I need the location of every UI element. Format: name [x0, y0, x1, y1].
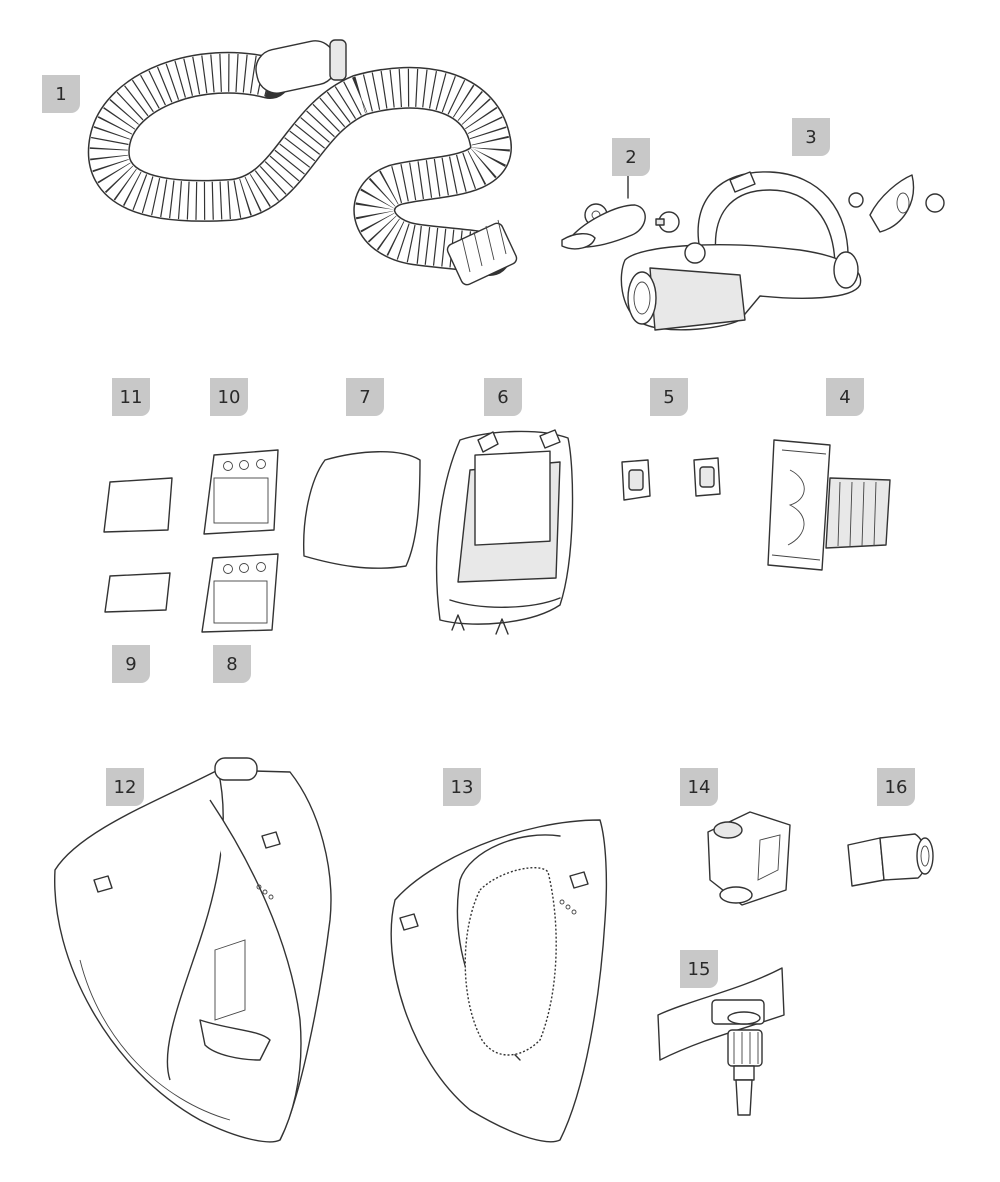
- part-label: 14: [680, 768, 718, 806]
- part-label: 1: [42, 75, 80, 113]
- part-label: 9: [112, 645, 150, 683]
- outer-cover-lens-icon: [303, 451, 421, 569]
- part-label: 4: [826, 378, 864, 416]
- part-label: 8: [213, 645, 251, 683]
- part-label: 10: [210, 378, 248, 416]
- headgear-icon: [620, 171, 945, 331]
- welding-shell-icon: [54, 757, 332, 1143]
- part-label: 3: [792, 118, 830, 156]
- part-label: 12: [106, 768, 144, 806]
- belt-valve-icon: [657, 967, 785, 1116]
- hose-clip-icon: [561, 172, 680, 250]
- corrugated-hose-icon: [87, 39, 518, 286]
- sweatband-icon: [767, 439, 891, 571]
- filter-frame-icon: [435, 429, 574, 635]
- part-label: 6: [484, 378, 522, 416]
- small-cover-lens-icon: [104, 572, 171, 613]
- part-label: 13: [443, 768, 481, 806]
- clip-icon: [621, 457, 721, 501]
- inner-cover-lens-icon: [103, 477, 173, 533]
- part-label: 15: [680, 950, 718, 988]
- air-inlet-connector-icon: [707, 811, 791, 906]
- part-label: 5: [650, 378, 688, 416]
- welding-filter-icon: [201, 553, 279, 633]
- part-label: 7: [346, 378, 384, 416]
- part-label: 11: [112, 378, 150, 416]
- part-label: 2: [612, 138, 650, 176]
- face-seal-icon: [390, 819, 608, 1143]
- welding-filter-icon: [203, 449, 279, 535]
- part-label: 16: [877, 768, 915, 806]
- quick-coupling-icon: [847, 833, 934, 887]
